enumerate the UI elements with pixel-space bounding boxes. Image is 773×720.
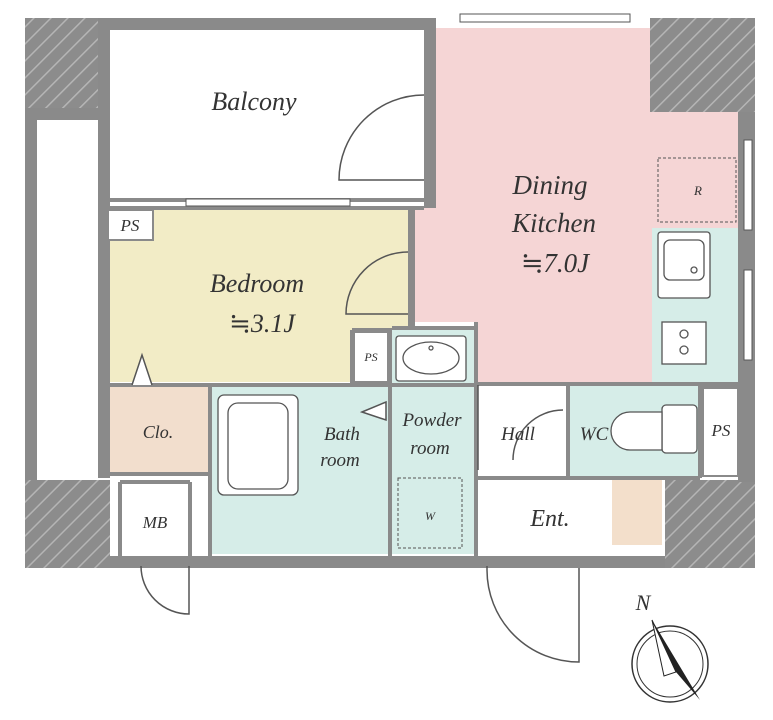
wc-label: WC <box>580 424 609 445</box>
washer-space <box>397 477 463 549</box>
ps-label-top-left: PS <box>120 216 140 235</box>
windows <box>185 13 753 361</box>
dining-kitchen-label-line2: Kitchen <box>511 208 596 238</box>
kitchen-sink-icon <box>657 231 711 299</box>
structural-walls <box>25 18 755 568</box>
washer-label: W <box>425 509 436 523</box>
bathtub-icon <box>217 394 299 496</box>
bath-label-line2: room <box>320 450 359 471</box>
ps-label-right: PS <box>711 421 731 440</box>
toilet-icon <box>610 404 698 454</box>
closet-area <box>110 387 210 472</box>
dining-kitchen-label-line1: Dining <box>511 170 587 200</box>
shoe-cabinet <box>612 480 662 545</box>
hall-area <box>478 386 570 476</box>
powder-label-line2: room <box>410 438 449 459</box>
ps-boxes <box>107 209 739 477</box>
entrance-area <box>478 480 612 554</box>
ps-label-center: PS <box>363 350 377 364</box>
meter-box-area <box>123 485 188 555</box>
stove-icon <box>661 321 707 365</box>
dining-kitchen-area-label: ≒7.0J <box>521 248 591 278</box>
doors <box>131 94 580 663</box>
refrigerator-label: R <box>693 183 702 198</box>
balcony-label: Balcony <box>211 87 297 116</box>
powder-label-line1: Powder <box>401 410 462 431</box>
wash-basin-icon <box>395 335 467 382</box>
bedroom-area-label: ≒3.1J <box>229 309 296 338</box>
wall-segment-kitchen-right <box>700 382 738 388</box>
bedroom-label: Bedroom <box>210 269 304 298</box>
refrigerator-space <box>657 157 737 223</box>
hall-label: Hall <box>500 424 535 445</box>
closet-label: Clo. <box>143 422 174 442</box>
compass-north-label: N <box>635 590 652 615</box>
bath-label-line1: Bath <box>324 424 360 445</box>
wall-segment-bedroom-left <box>98 208 110 478</box>
compass-icon: N <box>631 590 709 703</box>
balcony-area <box>110 30 424 198</box>
meter-box-label: MB <box>142 513 168 532</box>
entrance-label: Ent. <box>529 506 569 532</box>
